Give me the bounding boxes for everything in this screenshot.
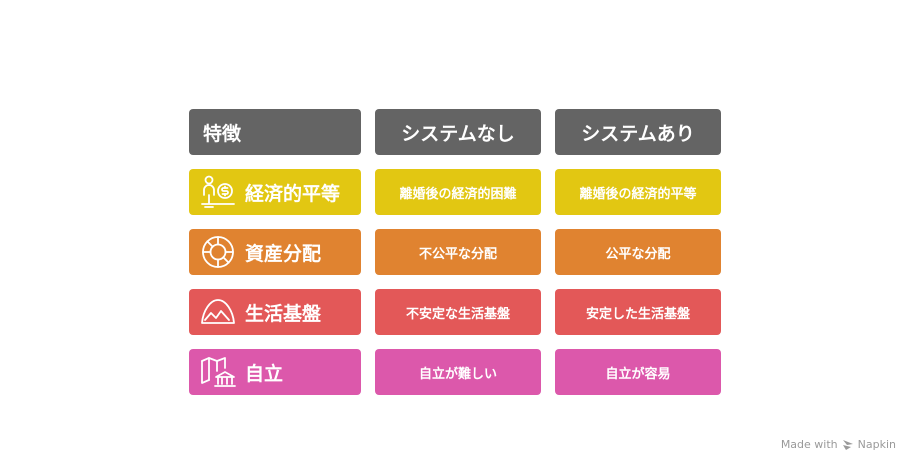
feature-independence: 自立 [189, 349, 361, 395]
feature-living-foundation: 生活基盤 [189, 289, 361, 335]
without-independence: 自立が難しい [375, 349, 541, 395]
person-coin-scale-icon [199, 173, 237, 211]
with-asset-distribution: 公平な分配 [555, 229, 721, 275]
napkin-watermark: Made with Napkin [780, 438, 896, 451]
without-economic-equality: 離婚後の経済的困難 [375, 169, 541, 215]
with-independence: 自立が容易 [555, 349, 721, 395]
header-feature: 特徴 [189, 109, 361, 155]
with-economic-equality: 離婚後の経済的平等 [555, 169, 721, 215]
with-living-foundation: 安定した生活基盤 [555, 289, 721, 335]
feature-asset-distribution: 資産分配 [189, 229, 361, 275]
pie-chart-icon [199, 233, 237, 271]
napkin-logo-icon [842, 439, 854, 451]
header-with-system: システムあり [555, 109, 721, 155]
feature-economic-equality: 経済的平等 [189, 169, 361, 215]
header-without-system: システムなし [375, 109, 541, 155]
without-asset-distribution: 不公平な分配 [375, 229, 541, 275]
mountain-icon [199, 293, 237, 331]
map-bank-icon [199, 353, 237, 391]
without-living-foundation: 不安定な生活基盤 [375, 289, 541, 335]
